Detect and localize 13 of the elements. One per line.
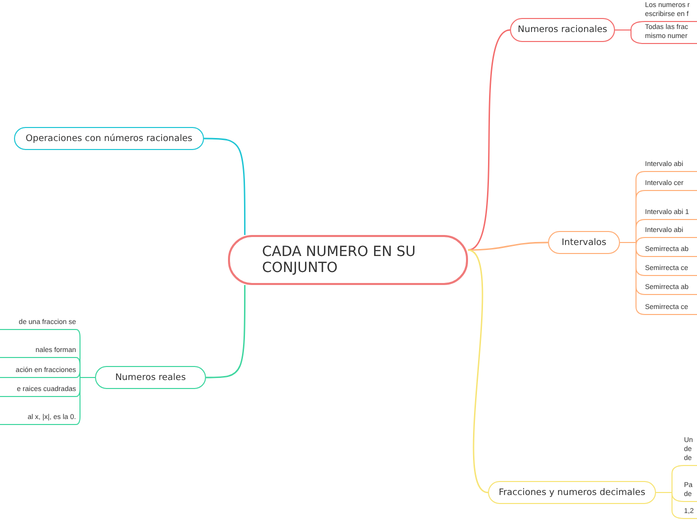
central-topic: CADA NUMERO EN SU CONJUNTO (228, 235, 468, 285)
topic-box: Fracciones y numeros decimales (488, 481, 656, 504)
connector-line (204, 138, 246, 235)
connector-line (614, 30, 646, 44)
connector-line (468, 249, 488, 494)
connector-line (206, 285, 246, 378)
topic-box: Numeros reales (95, 366, 206, 389)
topic-box: Intervalos (548, 231, 620, 254)
topic-box: Numeros racionales (510, 18, 615, 42)
topic-box: Operaciones con números racionales (14, 127, 204, 150)
connector-line (468, 29, 510, 251)
connector-line (76, 377, 96, 425)
connector-line (656, 492, 684, 519)
